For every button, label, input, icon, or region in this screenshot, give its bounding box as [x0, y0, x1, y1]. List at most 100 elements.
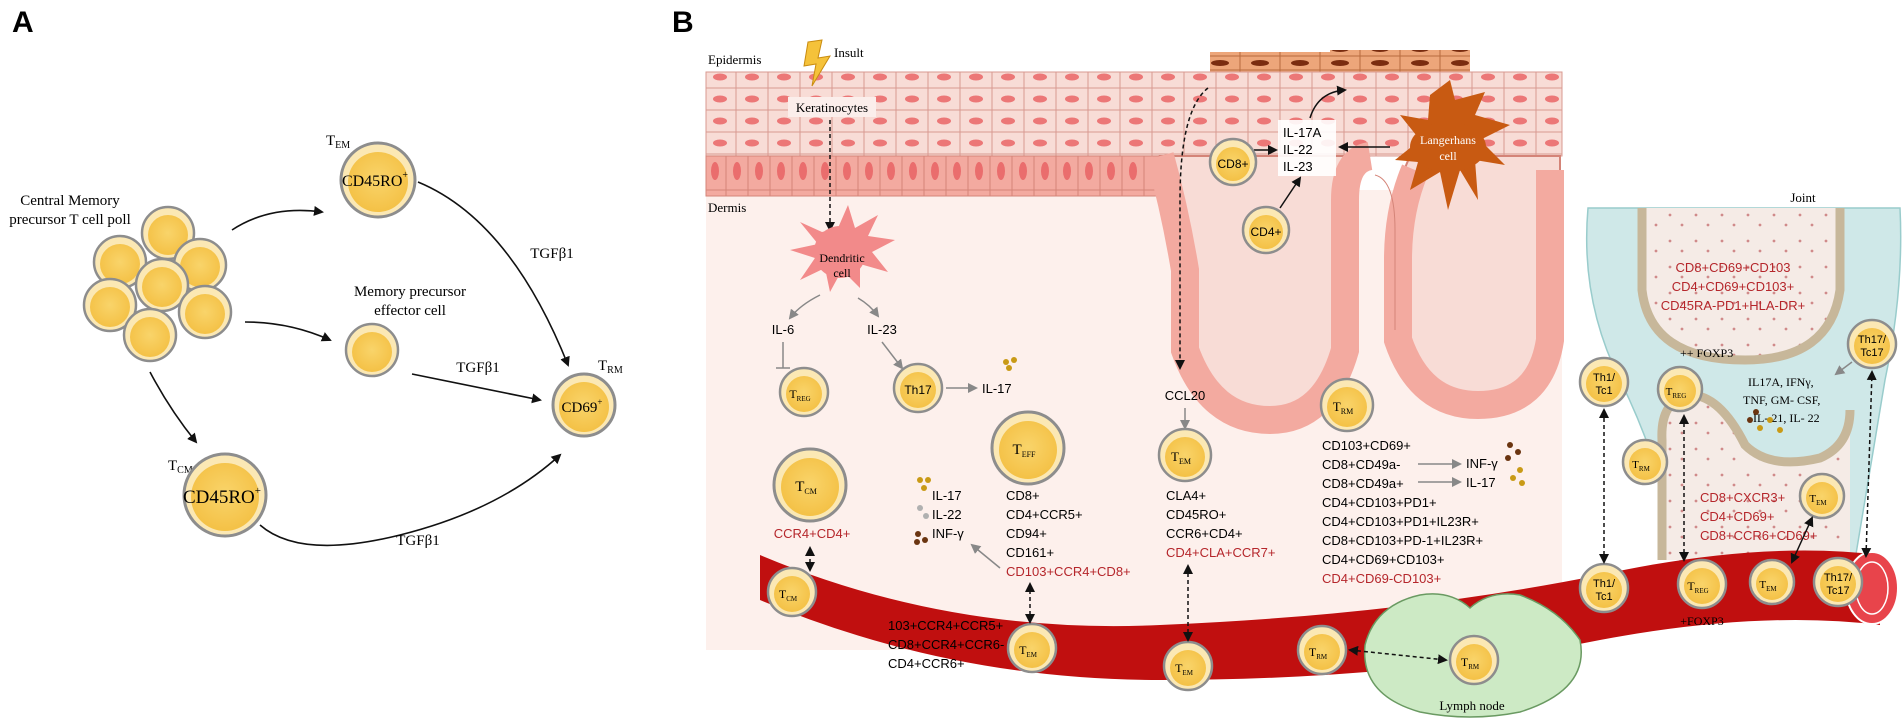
- central-memory-label-2: precursor T cell poll: [9, 212, 131, 228]
- basal-layer: [705, 155, 1177, 197]
- arrow-tem-to-trm: [417, 181, 570, 367]
- arrow-ccl20: [1175, 87, 1209, 370]
- arrow-tcm-to-trm: [259, 453, 562, 547]
- svg-text:CD4+: CD4+: [1250, 225, 1281, 239]
- svg-text:TEM: TEM: [1171, 449, 1191, 466]
- trm-marker-3: CD8+CD49a+: [1322, 476, 1404, 491]
- joint-marker-top-3: CD45RA-PD1+HLA-DR+: [1661, 298, 1806, 313]
- trm-marker-1: CD103+CD69+: [1322, 438, 1411, 453]
- cd8-cell: CD8+: [1208, 137, 1258, 187]
- teff-cell: TEFF: [990, 410, 1066, 486]
- teff-marker-2: CD4+CCR5+: [1006, 507, 1083, 522]
- mpe-label-1: Memory precursor: [354, 284, 466, 300]
- joint-bone-top: [1637, 208, 1845, 365]
- arrow-th17-joint: [1861, 370, 1877, 558]
- dendritic-cell: [790, 205, 895, 292]
- joint-marker-top-1: CD8+CD69+CD103: [1676, 260, 1791, 275]
- trm-marker-5: CD4+CD103+PD1+IL23R+: [1322, 514, 1479, 529]
- ccl20-label: CCL20: [1165, 388, 1205, 403]
- svg-text:Th1/: Th1/: [1593, 372, 1616, 384]
- th17-cell-dermis: Th17: [892, 362, 944, 414]
- svg-text:TEM: TEM: [1759, 579, 1777, 593]
- tcm-cell-a: CD45RO+: [182, 452, 268, 538]
- panel-a-label: A: [12, 6, 34, 39]
- joint-cytokine-1: IL17A, IFNγ,: [1748, 375, 1814, 389]
- epidermis-label: Epidermis: [708, 52, 761, 67]
- svg-text:TREG: TREG: [789, 387, 810, 403]
- svg-text:CD69+: CD69+: [562, 397, 603, 416]
- lightning-icon: [803, 39, 831, 87]
- keratinocytes-bg: [788, 97, 876, 117]
- svg-text:TRM: TRM: [1632, 459, 1650, 473]
- il17-dots: [1003, 357, 1017, 371]
- lc-il17a: IL-17A: [1283, 125, 1322, 140]
- teff-marker-3: CD94+: [1006, 526, 1047, 541]
- arrow-teff-cytokines: [970, 543, 1001, 569]
- langerhans-cell: [1395, 80, 1510, 210]
- arrow-to-mpe: [244, 321, 332, 342]
- trm-marker-7: CD4+CD69+CD103+: [1322, 552, 1444, 567]
- tgfb1-label-1: TGFβ1: [530, 246, 573, 262]
- cytokine-dots: [914, 477, 931, 545]
- central-memory-cluster: [82, 205, 233, 363]
- tem-cell-a: CD45RO+: [339, 141, 417, 219]
- panel-b-label: B: [672, 6, 694, 39]
- dendritic-label-1: Dendritic: [819, 251, 864, 265]
- joint-marker-top-2: CD4+CD69+CD103+: [1672, 279, 1794, 294]
- cluster-cell: [140, 205, 196, 261]
- il6-label: IL-6: [772, 322, 794, 337]
- joint-cytokine-3: IL- 21, IL- 22: [1753, 411, 1820, 425]
- svg-text:TREG: TREG: [1687, 579, 1708, 595]
- cluster-cell: [92, 234, 148, 290]
- tem-marker-2: CD45RO+: [1166, 507, 1226, 522]
- keratinocytes-label: Keratinocytes: [796, 100, 868, 115]
- cd4-cell: CD4+: [1241, 205, 1291, 255]
- il23-label: IL-23: [867, 322, 897, 337]
- cluster-cell: [122, 307, 178, 363]
- svg-text:CD45RO+: CD45RO+: [183, 485, 261, 508]
- tem-marker-red: CD4+CLA+CCR7+: [1166, 545, 1275, 560]
- tem-cell-vessel-1: TEM: [1006, 622, 1058, 674]
- il17-label-dermis: IL-17: [982, 381, 1012, 396]
- tem-marker-3: CCR6+CD4+: [1166, 526, 1243, 541]
- trm-label-a: TRM: [598, 358, 623, 376]
- lc-il22: IL-22: [1283, 142, 1313, 157]
- svg-text:CD45RO+: CD45RO+: [342, 170, 408, 190]
- tcm-cell-vessel: TCM: [766, 566, 818, 618]
- tcm-cell-dermis: TCM: [772, 447, 848, 523]
- th17-cell-joint: Th17/ Tc17: [1846, 318, 1898, 370]
- joint-cytokine-2: TNF, GM- CSF,: [1743, 393, 1820, 407]
- trm-marker-6: CD8+CD103+PD-1+IL23R+: [1322, 533, 1483, 548]
- joint-marker-bottom-2: CD4+CD69+: [1700, 509, 1774, 524]
- cluster-cell: [177, 284, 233, 340]
- treg-cell-dermis: TREG: [778, 366, 830, 418]
- trm-infg: INF-γ: [1466, 456, 1498, 471]
- tem-label-a: TEM: [326, 133, 350, 151]
- svg-text:TRM: TRM: [1309, 645, 1328, 661]
- dermal-papilla: [1374, 174, 1396, 330]
- svg-text:Tc17: Tc17: [1860, 347, 1883, 359]
- langerhans-label-1: Langerhans: [1420, 133, 1476, 147]
- svg-text:TEM: TEM: [1019, 643, 1038, 659]
- svg-text:TCM: TCM: [779, 587, 798, 603]
- svg-text:Th17/: Th17/: [1858, 334, 1887, 346]
- lc-il23: IL-23: [1283, 159, 1313, 174]
- arrow-lc-to-corneum: [1309, 85, 1347, 119]
- teff-marker-red: CD103+CCR4+CD8+: [1006, 564, 1131, 579]
- arrow-dc-il23: [857, 297, 880, 318]
- trm-cell-lymph: TRM: [1448, 634, 1500, 686]
- trm-cell-dermis: TRM: [1319, 377, 1375, 433]
- svg-text:TCM: TCM: [795, 479, 817, 496]
- svg-text:Th17: Th17: [904, 383, 932, 397]
- trm-marker-4: CD4+CD103+PD1+: [1322, 495, 1437, 510]
- arrow-il23-th17: [881, 341, 904, 370]
- svg-text:TREG: TREG: [1666, 386, 1687, 400]
- cluster-cell: [82, 277, 138, 333]
- svg-text:Th1/: Th1/: [1593, 578, 1616, 590]
- cytokine-infg: INF-γ: [932, 526, 964, 541]
- arrow-to-tcm: [149, 371, 198, 444]
- central-memory-label-1: Central Memory: [20, 193, 120, 209]
- foxp3-p-label: +FOXP3: [1680, 614, 1723, 628]
- trm-marker-2: CD8+CD49a-: [1322, 457, 1400, 472]
